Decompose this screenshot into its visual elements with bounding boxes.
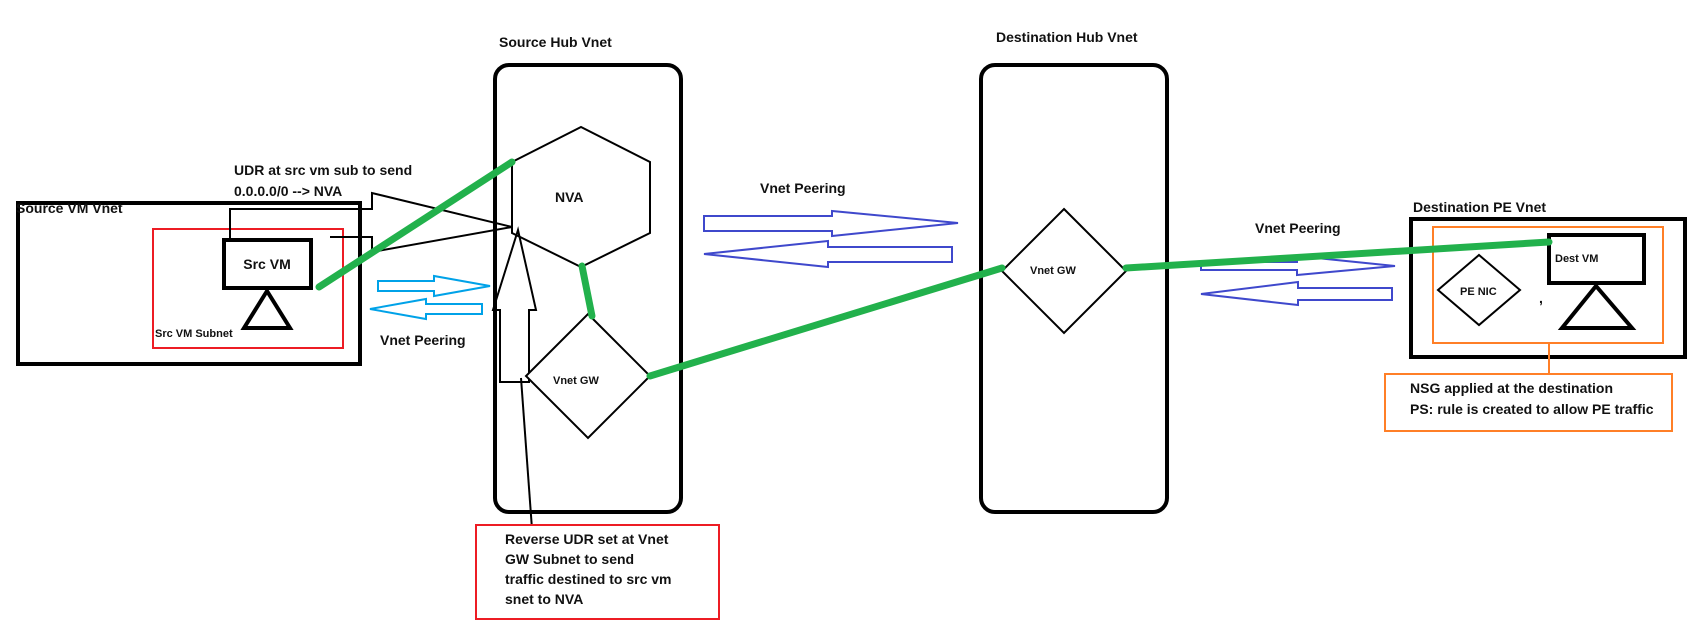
destination-hub-vnet: Destination Hub Vnet Vnet GW	[979, 29, 1169, 514]
reverse-udr-line1: Reverse UDR set at Vnet	[505, 531, 669, 547]
destination-pe-vnet-title: Destination PE Vnet	[1413, 199, 1546, 215]
dest-vm-stand-icon	[1557, 282, 1637, 330]
vnet-gw-destination-diamond	[1000, 207, 1128, 335]
pe-nic-label: PE NIC	[1460, 286, 1497, 298]
peering-arrows-left: Vnet Peering	[369, 274, 491, 348]
peering-arrow-right-dark	[703, 209, 959, 238]
vnet-gw-source-label: Vnet GW	[553, 375, 599, 387]
src-vm-label: Src VM	[243, 256, 290, 272]
source-hub-vnet-box	[493, 63, 683, 514]
nsg-note-line2: PS: rule is created to allow PE traffic	[1410, 401, 1654, 417]
vnet-gw-destination-label: Vnet GW	[1030, 265, 1076, 277]
source-vm-vnet-box	[16, 201, 362, 366]
nva-hexagon	[511, 125, 651, 269]
nsg-note: NSG applied at the destination PS: rule …	[1384, 343, 1673, 432]
reverse-udr-line3: traffic destined to src vm	[505, 571, 672, 587]
peering-arrow-left-dark	[703, 239, 953, 269]
reverse-udr-line4: snet to NVA	[505, 591, 583, 607]
vnet-peering-right-label: Vnet Peering	[1255, 220, 1341, 236]
vnet-peering-middle-label: Vnet Peering	[760, 180, 846, 196]
vnet-gw-source-diamond	[524, 312, 652, 440]
src-vm-subnet-label: Src VM Subnet	[155, 328, 233, 340]
nsg-note-line1: NSG applied at the destination	[1410, 380, 1613, 396]
peering-arrow-right-light	[377, 274, 491, 298]
destination-hub-vnet-box	[979, 63, 1169, 514]
udr-route-arrow: UDR at src vm sub to send 0.0.0.0/0 --> …	[229, 162, 513, 254]
source-hub-vnet: Source Hub Vnet NVA Vnet GW	[491, 34, 683, 530]
src-vm-box	[222, 238, 313, 290]
src-vm-stand-icon	[240, 287, 294, 330]
nva-label: NVA	[555, 189, 584, 205]
path-dest-gw-to-dest-vm	[1122, 238, 1553, 272]
path-nva-to-gw	[578, 262, 596, 320]
dest-vm-box	[1547, 233, 1646, 285]
destination-hub-vnet-title: Destination Hub Vnet	[996, 29, 1138, 45]
udr-note-line2: 0.0.0.0/0 --> NVA	[234, 183, 342, 199]
nsg-note-box	[1384, 373, 1673, 432]
reverse-udr-note-box	[475, 524, 720, 620]
dest-vm-label: Dest VM	[1555, 253, 1598, 265]
src-vm-subnet-box	[152, 228, 344, 349]
traffic-path	[315, 158, 1553, 380]
source-hub-vnet-title: Source Hub Vnet	[499, 34, 612, 50]
reverse-udr-note: Reverse UDR set at Vnet GW Subnet to sen…	[475, 524, 720, 620]
peering-arrow-left-pe	[1200, 280, 1393, 307]
peering-arrows-right: Vnet Peering	[1200, 220, 1396, 307]
reverse-udr-line2: GW Subnet to send	[505, 551, 634, 567]
peering-arrows-middle: Vnet Peering	[703, 180, 959, 269]
reverse-udr-arrow-shape	[491, 226, 538, 383]
peering-arrow-left-light	[369, 297, 483, 321]
reverse-udr-pointer	[520, 377, 533, 530]
vnet-peering-left-label: Vnet Peering	[380, 332, 466, 348]
comma-mark: ,	[1539, 290, 1543, 306]
source-vm-vnet: Source VM Vnet Src VM Subnet Src VM	[16, 200, 362, 366]
path-srcvm-to-nva	[315, 158, 516, 291]
source-vm-vnet-title: Source VM Vnet	[16, 200, 123, 216]
udr-note-line1: UDR at src vm sub to send	[234, 162, 412, 178]
peering-arrow-right-pe	[1200, 254, 1396, 277]
path-gw-to-dest-gw	[646, 264, 1006, 380]
pe-nic-diamond	[1436, 253, 1522, 327]
destination-pe-vnet: Destination PE Vnet PE NIC , Dest VM	[1409, 199, 1687, 359]
